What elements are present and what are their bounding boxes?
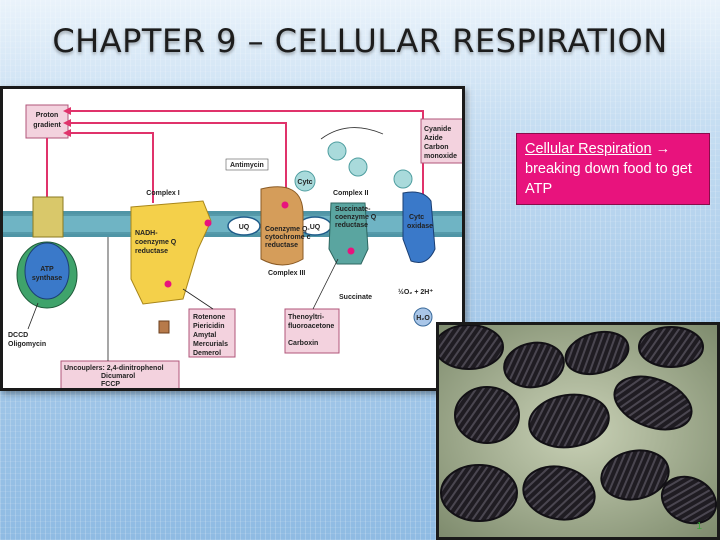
thenoyl-label-1: Thenoyltri- [288, 314, 325, 321]
atp-synthase-stalk [32, 196, 64, 238]
succinate-label: Succinate [339, 294, 372, 301]
complex-ii-label: Complex II [333, 190, 368, 197]
dccd-label: DCCD [8, 332, 28, 339]
nadh-label-1: NADH- [135, 230, 158, 237]
complex-i-label: Complex I [146, 190, 180, 197]
thenoyl-box [284, 308, 340, 354]
succ-cq-label-1: Succinate- [335, 206, 371, 213]
cq-cyt-label-1: Coenzyme Q- [265, 226, 310, 233]
oligomycin-label: Oligomycin [8, 341, 46, 348]
cyanide-label: Cyanide [424, 126, 451, 133]
cytc-oxidase-label-2: oxidase [407, 223, 433, 230]
membrane-lipids [3, 211, 462, 237]
proton-label: Proton [36, 112, 59, 119]
monoxide-label: monoxide [424, 153, 457, 160]
rotenone-box [188, 308, 236, 358]
cytc-label: Cytc [297, 179, 312, 186]
cq-cyt-label-3: reductase [265, 242, 298, 249]
proton-arrows [46, 110, 424, 203]
electron-dot [164, 280, 172, 288]
complex-i-shape [130, 200, 212, 305]
piericidin-label: Piericidin [193, 323, 225, 330]
rotenone-label: Rotenone [193, 314, 225, 321]
electron-dot [204, 219, 212, 227]
cytc-sphere [348, 157, 368, 177]
cytc-sphere [327, 141, 347, 161]
demerol-label: Demerol [193, 350, 221, 357]
succ-cq-label-2: coenzyme Q [335, 214, 377, 221]
uq-oval [227, 216, 261, 236]
cytc-sphere [393, 169, 413, 189]
uncoupler-label-3: FCCP [101, 381, 120, 388]
carbon-label: Carbon [424, 144, 449, 151]
thenoyl-label-2: fluoroacetone [288, 323, 334, 330]
cq-cyt-label-2: cytochrome c [265, 234, 311, 241]
succ-cq-label-3: reductase [335, 222, 368, 229]
cytc-sphere [294, 170, 316, 192]
mercurials-label: Mercurials [193, 341, 228, 348]
mitochondria-group [439, 325, 717, 525]
callout-arrow: → [655, 141, 671, 157]
atp-synthase-blue [24, 242, 70, 300]
micrograph-svg [439, 325, 717, 537]
uq-label: UQ [239, 224, 250, 231]
uncouplers-box [60, 360, 180, 388]
mitochondria-micrograph [436, 322, 720, 540]
water-label: H₂O [416, 315, 430, 322]
complex-iii-label: Complex III [268, 270, 305, 277]
callout-term[interactable]: Cellular Respiration [525, 141, 652, 157]
water-sphere [413, 307, 433, 327]
complex-i-anchor [158, 320, 170, 334]
nadh-label-2: coenzyme Q [135, 239, 177, 246]
cytc-oxidase-shape [402, 191, 436, 263]
page-title: CHAPTER 9 – CELLULAR RESPIRATION [52, 22, 668, 60]
gradient-label: gradient [33, 122, 61, 129]
atp-label: ATP [40, 266, 54, 273]
complex-ii-shape [328, 202, 369, 265]
oxygen-label: ½O₂ + 2H⁺ [398, 288, 433, 296]
callout-definition: breaking down food to get ATP [525, 161, 692, 197]
uq-label: UQ [310, 224, 321, 231]
electron-dot [347, 247, 355, 255]
antimycin-label: Antimycin [230, 162, 264, 169]
uncoupler-label-1: Uncouplers: 2,4-dinitrophenol [64, 365, 164, 372]
synthase-label: synthase [32, 275, 62, 282]
complex-iii-shape [260, 186, 304, 266]
amytal-label: Amytal [193, 332, 216, 339]
etc-diagram-svg: Proton gradient ATP synthase DCCD Oligom… [3, 104, 462, 388]
uncoupler-label-2: Dicumarol [101, 373, 135, 380]
definition-callout: Cellular Respiration → breaking down foo… [516, 133, 710, 205]
azide-label: Azide [424, 135, 443, 142]
nadh-label-3: reductase [135, 248, 168, 255]
cytc-oxidase-label-1: Cytc [409, 214, 424, 221]
page-number: 1 [696, 521, 702, 532]
electron-transport-diagram: Proton gradient ATP synthase DCCD Oligom… [0, 86, 465, 391]
carboxin-label: Carboxin [288, 340, 318, 347]
cyanide-box [420, 118, 462, 164]
electron-dot [281, 201, 289, 209]
